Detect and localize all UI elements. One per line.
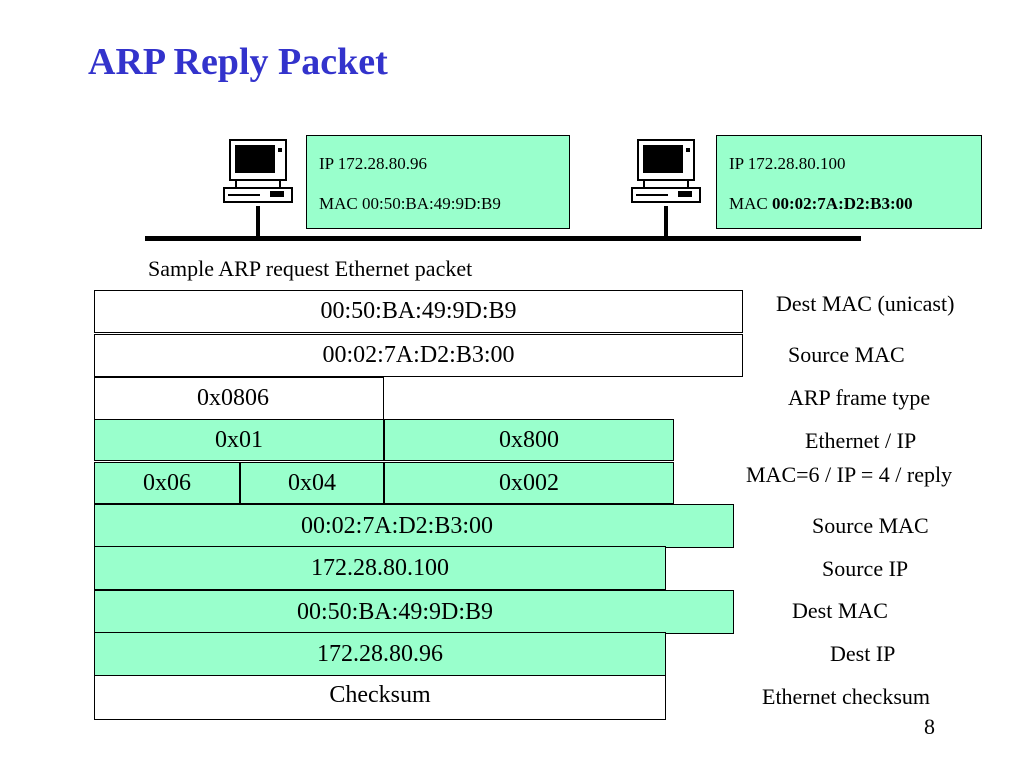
field-hardware-length: 0x06	[94, 462, 240, 504]
label-frame-type: ARP frame type	[788, 385, 931, 410]
label-source-mac: Source MAC	[788, 342, 905, 367]
field-protocol-length: 0x04	[240, 462, 384, 504]
field-target-mac: 00:50:BA:49:9D:B9	[94, 590, 734, 634]
host-2-info-box: IP 172.28.80.100 MAC 00:02:7A:D2:B3:00	[716, 135, 982, 229]
host-2-ip: IP 172.28.80.100	[729, 154, 846, 173]
host-1-drop-line	[256, 206, 260, 238]
label-target-mac: Dest MAC	[792, 598, 888, 623]
field-dest-mac: 00:50:BA:49:9D:B9	[94, 290, 743, 333]
label-target-ip: Dest IP	[830, 641, 896, 666]
field-checksum: Checksum	[94, 675, 666, 720]
label-lengths-opcode: MAC=6 / IP = 4 / reply	[746, 462, 953, 487]
host-1-mac: MAC 00:50:BA:49:9D:B9	[319, 194, 501, 213]
label-dest-mac: Dest MAC (unicast)	[776, 291, 955, 316]
host-2-drop-line	[664, 206, 668, 238]
field-source-mac: 00:02:7A:D2:B3:00	[94, 334, 743, 377]
host-1-ip: IP 172.28.80.96	[319, 154, 427, 173]
field-hardware-type: 0x01	[94, 419, 384, 461]
packet-caption: Sample ARP request Ethernet packet	[148, 256, 473, 281]
network-bus	[145, 236, 861, 241]
slide-title: ARP Reply Packet	[88, 41, 388, 83]
label-sender-mac: Source MAC	[812, 513, 929, 538]
host-1-info-box: IP 172.28.80.96 MAC 00:50:BA:49:9D:B9	[306, 135, 570, 229]
host-2-mac: MAC 00:02:7A:D2:B3:00	[729, 194, 913, 213]
field-protocol-type: 0x800	[384, 419, 674, 461]
page-number: 8	[924, 714, 935, 739]
label-ethernet-ip: Ethernet / IP	[805, 428, 917, 453]
desktop-computer-icon	[223, 139, 293, 203]
field-sender-ip: 172.28.80.100	[94, 546, 666, 590]
field-target-ip: 172.28.80.96	[94, 632, 666, 676]
label-checksum: Ethernet checksum	[762, 684, 930, 709]
field-frame-type: 0x0806	[94, 377, 384, 420]
desktop-computer-icon	[631, 139, 701, 203]
field-opcode: 0x002	[384, 462, 674, 504]
label-sender-ip: Source IP	[822, 556, 909, 581]
field-sender-mac: 00:02:7A:D2:B3:00	[94, 504, 734, 548]
